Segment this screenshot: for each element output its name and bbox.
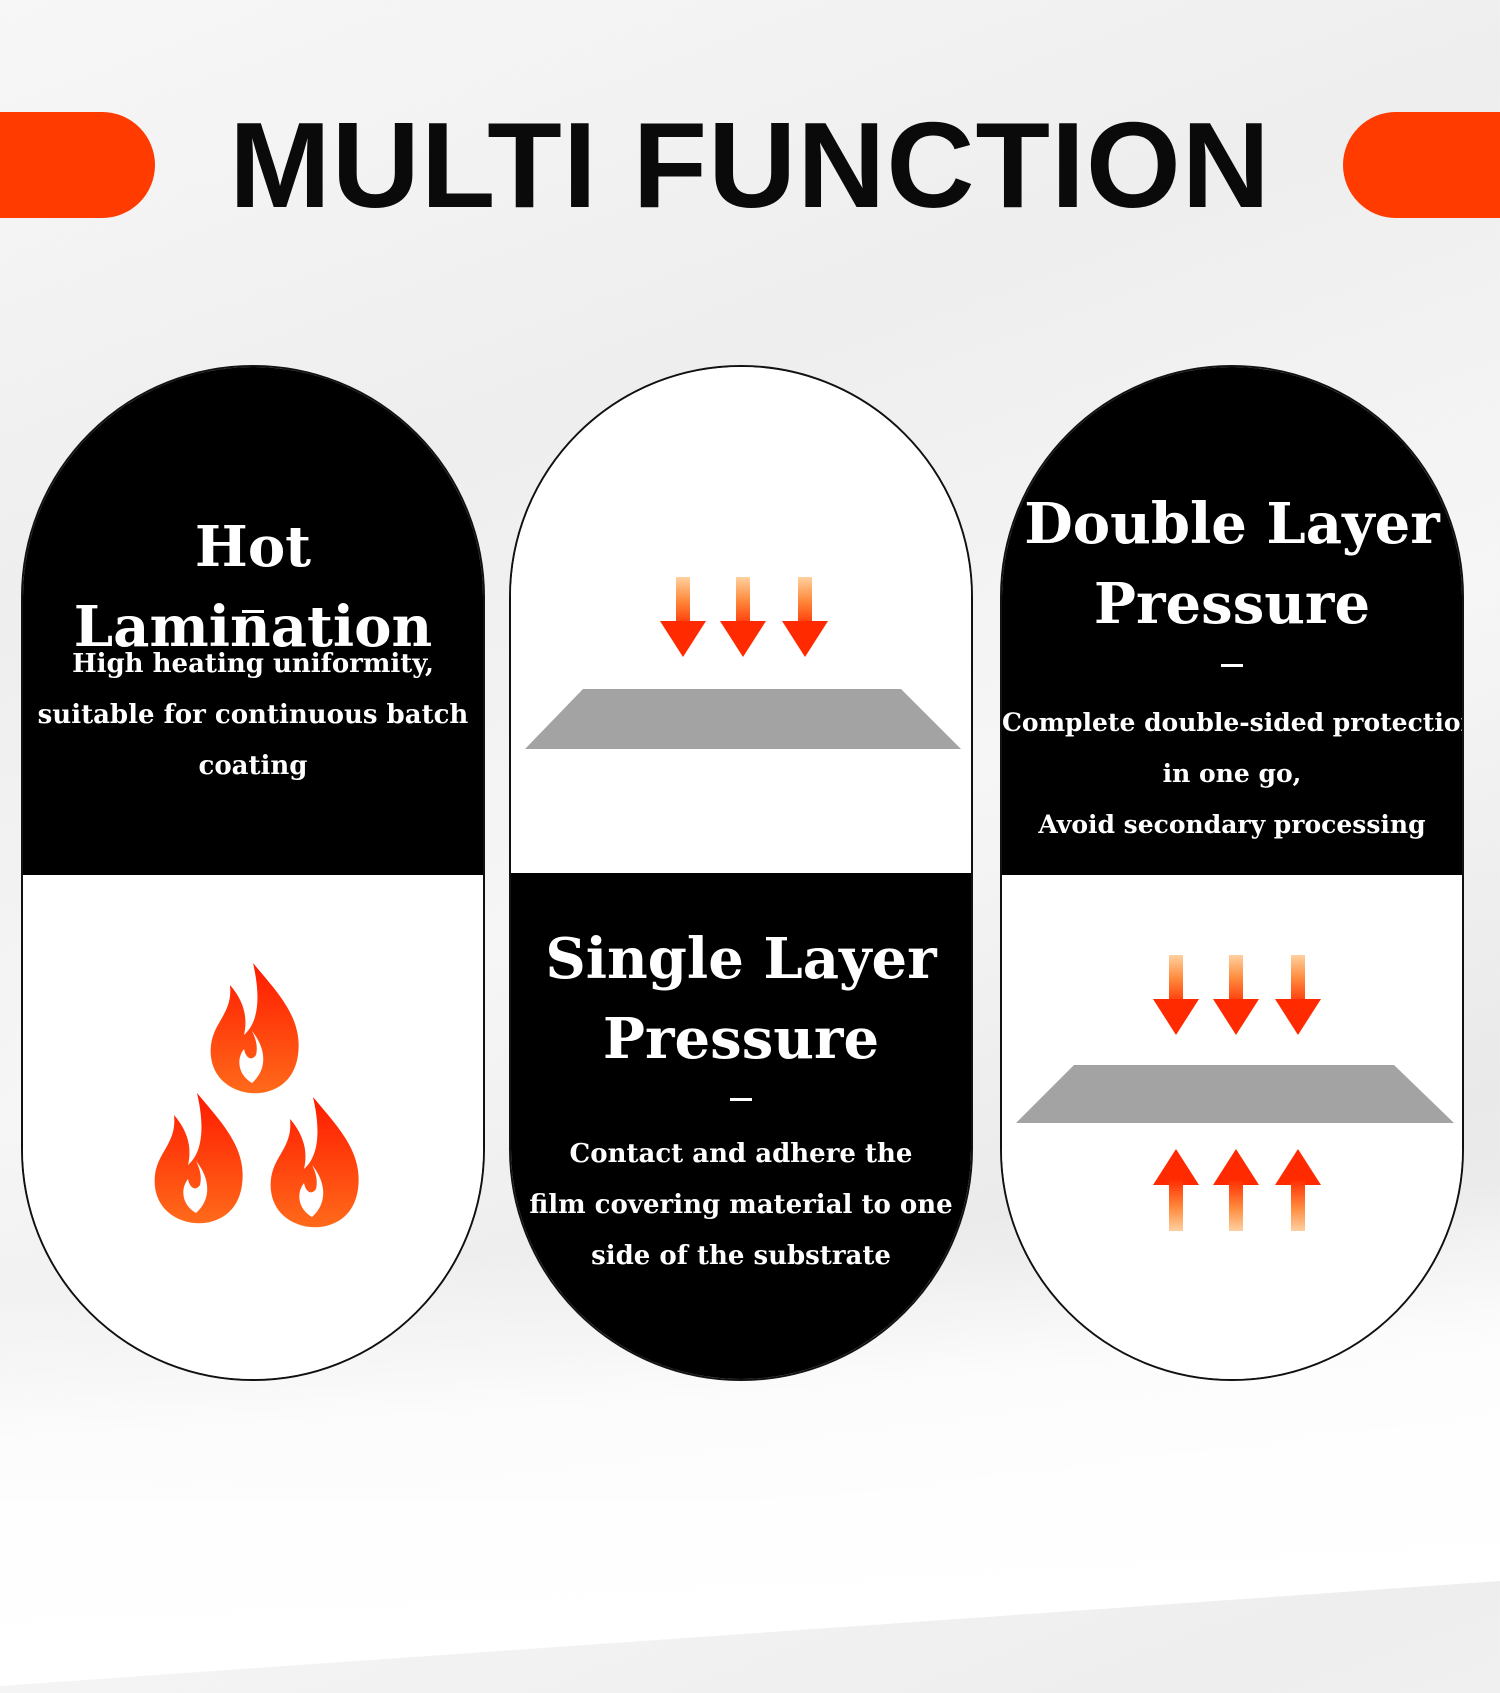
card-title: Double Layer Pressure	[1002, 484, 1462, 644]
description-line: High heating uniformity,	[72, 649, 434, 679]
card-hot-lamination: Hot Lamination High heating uniformity, …	[21, 365, 485, 1381]
double-press-icon	[1016, 955, 1454, 1231]
description-line: Avoid secondary processing	[1038, 810, 1426, 839]
description-line: in one go,	[1162, 759, 1302, 788]
card-description: Complete double-sided protection in one …	[1002, 697, 1462, 850]
title-line: Single Layer	[545, 926, 937, 992]
description-line: film covering material to one	[529, 1190, 953, 1220]
down-arrow	[660, 577, 706, 657]
description-line: Complete double-sided protection	[1002, 708, 1464, 737]
title-line: Double Layer	[1024, 491, 1440, 557]
flame-right	[270, 1097, 359, 1228]
down-arrow	[1153, 955, 1199, 1035]
title-divider	[1221, 664, 1243, 667]
description-line: side of the substrate	[591, 1241, 891, 1271]
down-arrow	[1275, 955, 1321, 1035]
description-line: Contact and adhere the	[569, 1139, 913, 1169]
sheet-shape	[525, 689, 961, 749]
flame-icon	[154, 963, 359, 1228]
title-line: Pressure	[1093, 571, 1371, 637]
page-title: MULTI FUNCTION	[229, 97, 1271, 233]
card-double-layer-pressure: Double Layer Pressure Complete double-si…	[1000, 365, 1464, 1381]
description-line: suitable for continuous batch	[37, 700, 469, 730]
title-line: Pressure	[602, 1006, 880, 1072]
accent-bar-left	[0, 112, 155, 218]
card-description: Contact and adhere the film covering mat…	[511, 1129, 971, 1282]
card-title: Hot Lamination	[73, 514, 433, 660]
up-arrow	[1275, 1149, 1321, 1231]
card-text-panel	[511, 873, 971, 1379]
down-arrow	[1213, 955, 1259, 1035]
down-arrow	[720, 577, 766, 657]
single-press-icon	[525, 577, 961, 749]
card-title: Single Layer Pressure	[511, 919, 971, 1079]
accent-bar-right	[1343, 112, 1500, 218]
card-description: High heating uniformity, suitable for co…	[23, 639, 483, 792]
up-arrow	[1213, 1149, 1259, 1231]
card-text-panel	[1002, 367, 1462, 875]
down-arrow	[782, 577, 828, 657]
card-single-layer-pressure: Single Layer Pressure Contact and adhere…	[509, 365, 973, 1381]
card-icon-panel	[23, 875, 483, 1379]
title-divider	[730, 1098, 752, 1101]
card-text-panel	[23, 367, 483, 875]
title-divider	[242, 610, 264, 613]
sheet-shape	[1016, 1065, 1454, 1123]
flame-left	[154, 1093, 243, 1224]
description-line: coating	[198, 751, 308, 781]
flame-top	[210, 963, 299, 1094]
up-arrow	[1153, 1149, 1199, 1231]
